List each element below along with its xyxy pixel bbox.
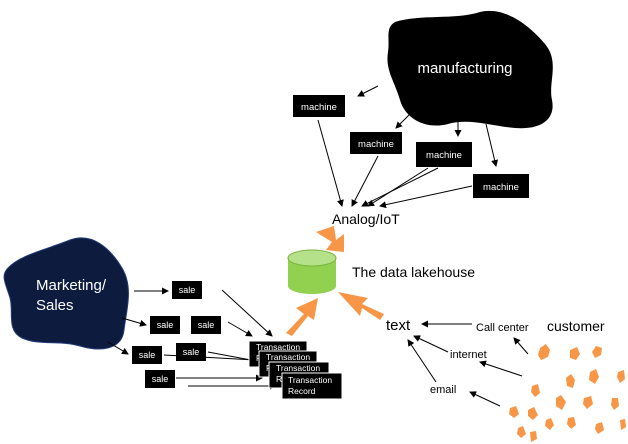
svg-text:sale: sale [183,347,200,357]
customer-crowd [509,344,626,442]
machine-box: machine [293,95,345,117]
email-label: email [430,384,456,396]
analog-iot-label: Analog/IoT [332,211,400,227]
manufacturing-label: manufacturing [417,60,512,77]
machine-box: machine [473,174,529,198]
manufacturing-node: manufacturing [387,10,553,129]
marketing-label-line1: Marketing/ [36,277,107,294]
marketing-arrows [107,287,277,390]
transaction-record: Transaction Record [281,372,343,400]
customer-arrows [407,320,529,407]
sale-box: sale [150,316,180,334]
sale-box: sale [191,316,221,334]
svg-text:machine: machine [483,182,519,193]
svg-text:sale: sale [139,350,156,360]
svg-text:Transaction: Transaction [288,375,332,385]
svg-text:Transaction: Transaction [266,352,310,362]
svg-text:machine: machine [301,102,337,113]
sale-box: sale [176,343,206,361]
svg-text:R: R [276,374,282,384]
customer-label: customer [547,318,605,334]
svg-text:sale: sale [179,285,196,295]
manufacturing-blob [387,10,553,129]
iot-to-lakehouse-arrow [316,226,344,252]
machine-box: machine [350,132,402,154]
internet-label: internet [450,349,487,361]
svg-text:sale: sale [198,320,215,330]
lakehouse-label: The data lakehouse [352,264,475,280]
sale-box: sale [132,346,162,364]
call-center-label: Call center [476,322,529,334]
sale-box: sale [145,370,175,388]
marketing-blob [3,237,129,350]
manufacturing-arrows [317,85,499,209]
text-to-lakehouse-arrow [338,292,384,320]
svg-text:Transaction: Transaction [276,363,320,373]
sales-to-lakehouse-arrow [286,298,318,336]
marketing-label-line2: Sales [36,297,74,314]
svg-text:machine: machine [426,150,462,161]
svg-text:sale: sale [157,320,174,330]
svg-text:machine: machine [358,139,394,150]
text-label: text [386,317,411,334]
marketing-node: Marketing/ Sales [3,237,129,350]
svg-text:Transaction: Transaction [256,342,300,352]
svg-text:Record: Record [288,386,316,396]
sale-box: sale [172,281,202,299]
lakehouse-cylinder [287,249,337,294]
machine-box: machine [416,142,472,167]
svg-text:sale: sale [152,374,169,384]
